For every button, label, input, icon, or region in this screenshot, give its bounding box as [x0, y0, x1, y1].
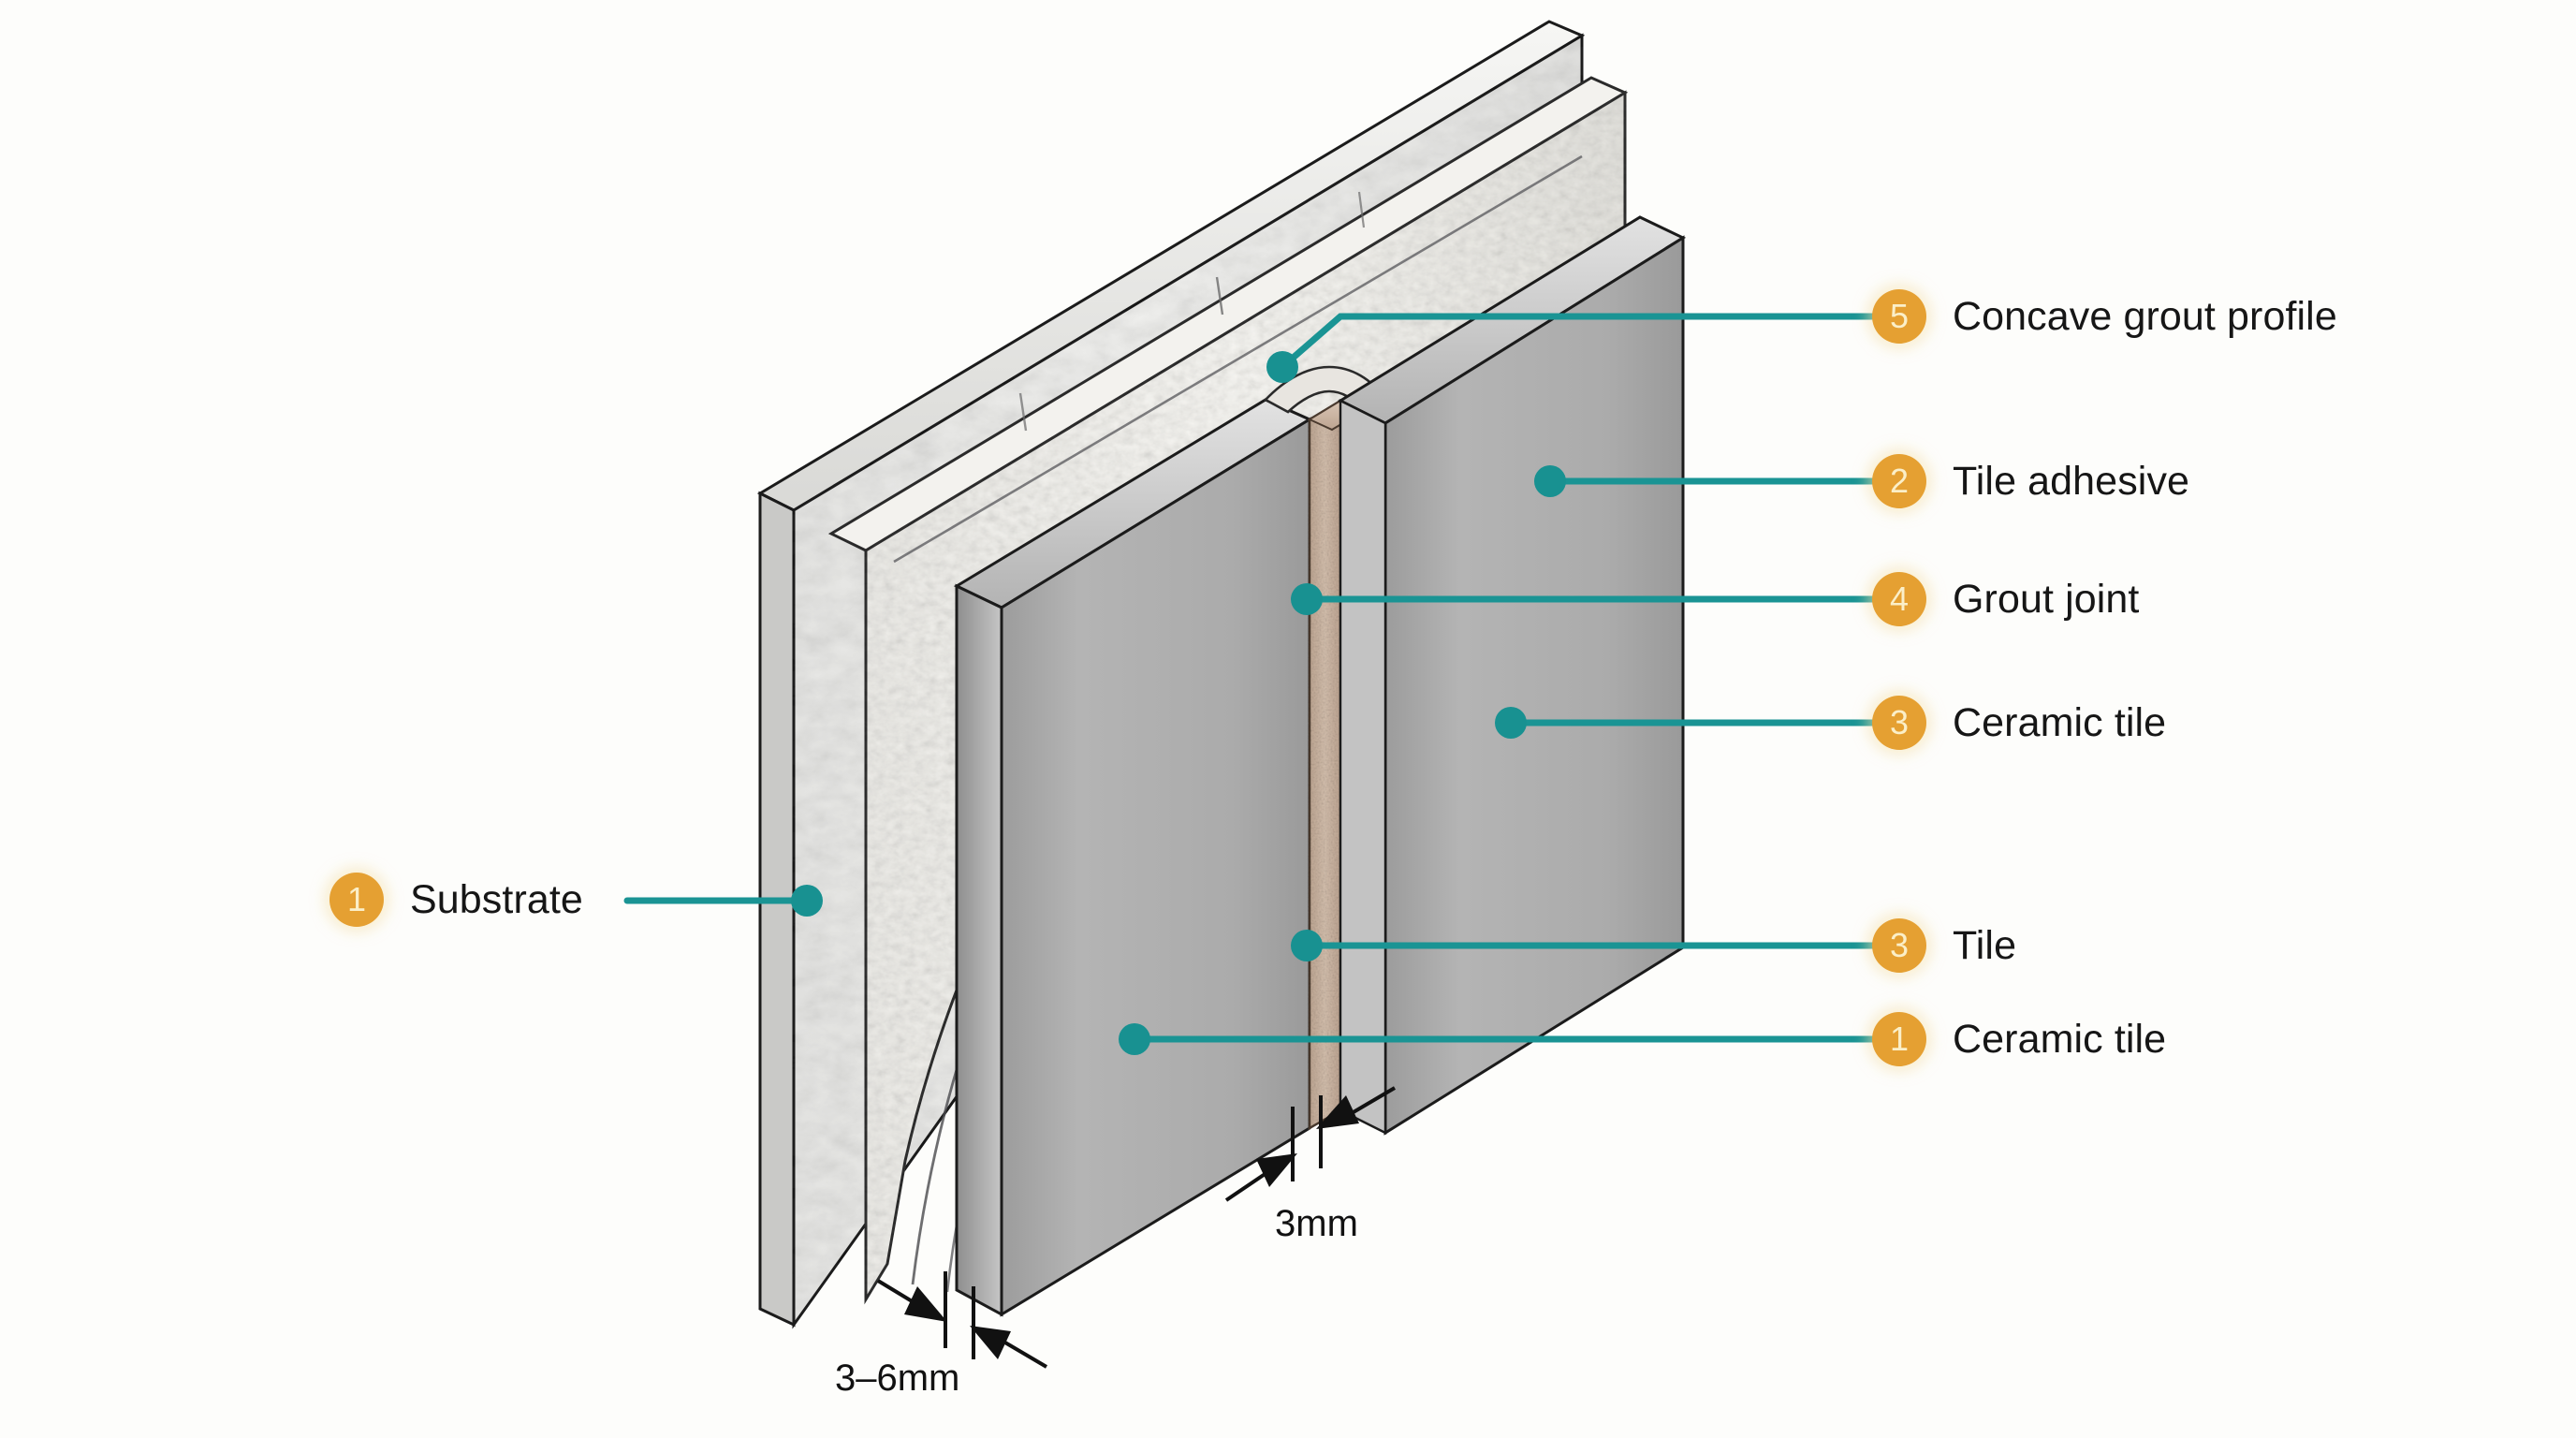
- callout-ceramic-tile-upper[interactable]: 3 Ceramic tile: [1872, 696, 2166, 750]
- dimension-3-6mm: [876, 1271, 1048, 1369]
- leader-dot-substrate: [791, 885, 823, 917]
- callout-label: Ceramic tile: [1953, 1016, 2167, 1062]
- callout-label: Tile: [1953, 922, 2017, 968]
- callout-badge-number: 4: [1872, 572, 1926, 626]
- callout-badge-number: 3: [1872, 696, 1926, 750]
- dimension-3mm: [1224, 1086, 1397, 1202]
- leader-dot-tile-adhesive: [1534, 465, 1566, 497]
- callout-badge-number: 5: [1872, 289, 1926, 344]
- callout-badge-number: 1: [329, 873, 384, 927]
- callout-label: Grout joint: [1953, 576, 2140, 622]
- callout-badge-number: 2: [1872, 454, 1926, 508]
- leader-dot-grout-joint: [1291, 583, 1323, 615]
- leader-dot-ceramic-tile-upper: [1495, 707, 1527, 739]
- leader-concave-grout-profile: [1279, 313, 1876, 371]
- callout-concave-grout-profile[interactable]: 5 Concave grout profile: [1872, 289, 2337, 344]
- callout-substrate[interactable]: 1 Substrate: [329, 873, 583, 927]
- callout-badge-number: 1: [1872, 1012, 1926, 1066]
- callout-ceramic-tile-lower[interactable]: 1 Ceramic tile: [1872, 1012, 2166, 1066]
- callout-label: Ceramic tile: [1953, 699, 2167, 745]
- callout-tile[interactable]: 3 Tile: [1872, 918, 2016, 973]
- callout-badge-number: 3: [1872, 918, 1926, 973]
- dimension-label-3mm: 3mm: [1275, 1203, 1358, 1244]
- leader-dot-ceramic-tile-lower: [1119, 1023, 1150, 1055]
- callout-label: Substrate: [410, 876, 583, 922]
- callout-label: Concave grout profile: [1953, 293, 2337, 339]
- dimension-label-3-6mm: 3–6mm: [835, 1357, 960, 1399]
- callout-tile-adhesive[interactable]: 2 Tile adhesive: [1872, 454, 2189, 508]
- leader-dot-concave-grout-profile: [1266, 351, 1298, 383]
- leader-dot-tile: [1291, 930, 1323, 961]
- leader-lines: [623, 313, 1876, 1055]
- ceramic-tile-panel: [953, 215, 1687, 1317]
- callout-grout-joint[interactable]: 4 Grout joint: [1872, 572, 2139, 626]
- callout-label: Tile adhesive: [1953, 458, 2190, 504]
